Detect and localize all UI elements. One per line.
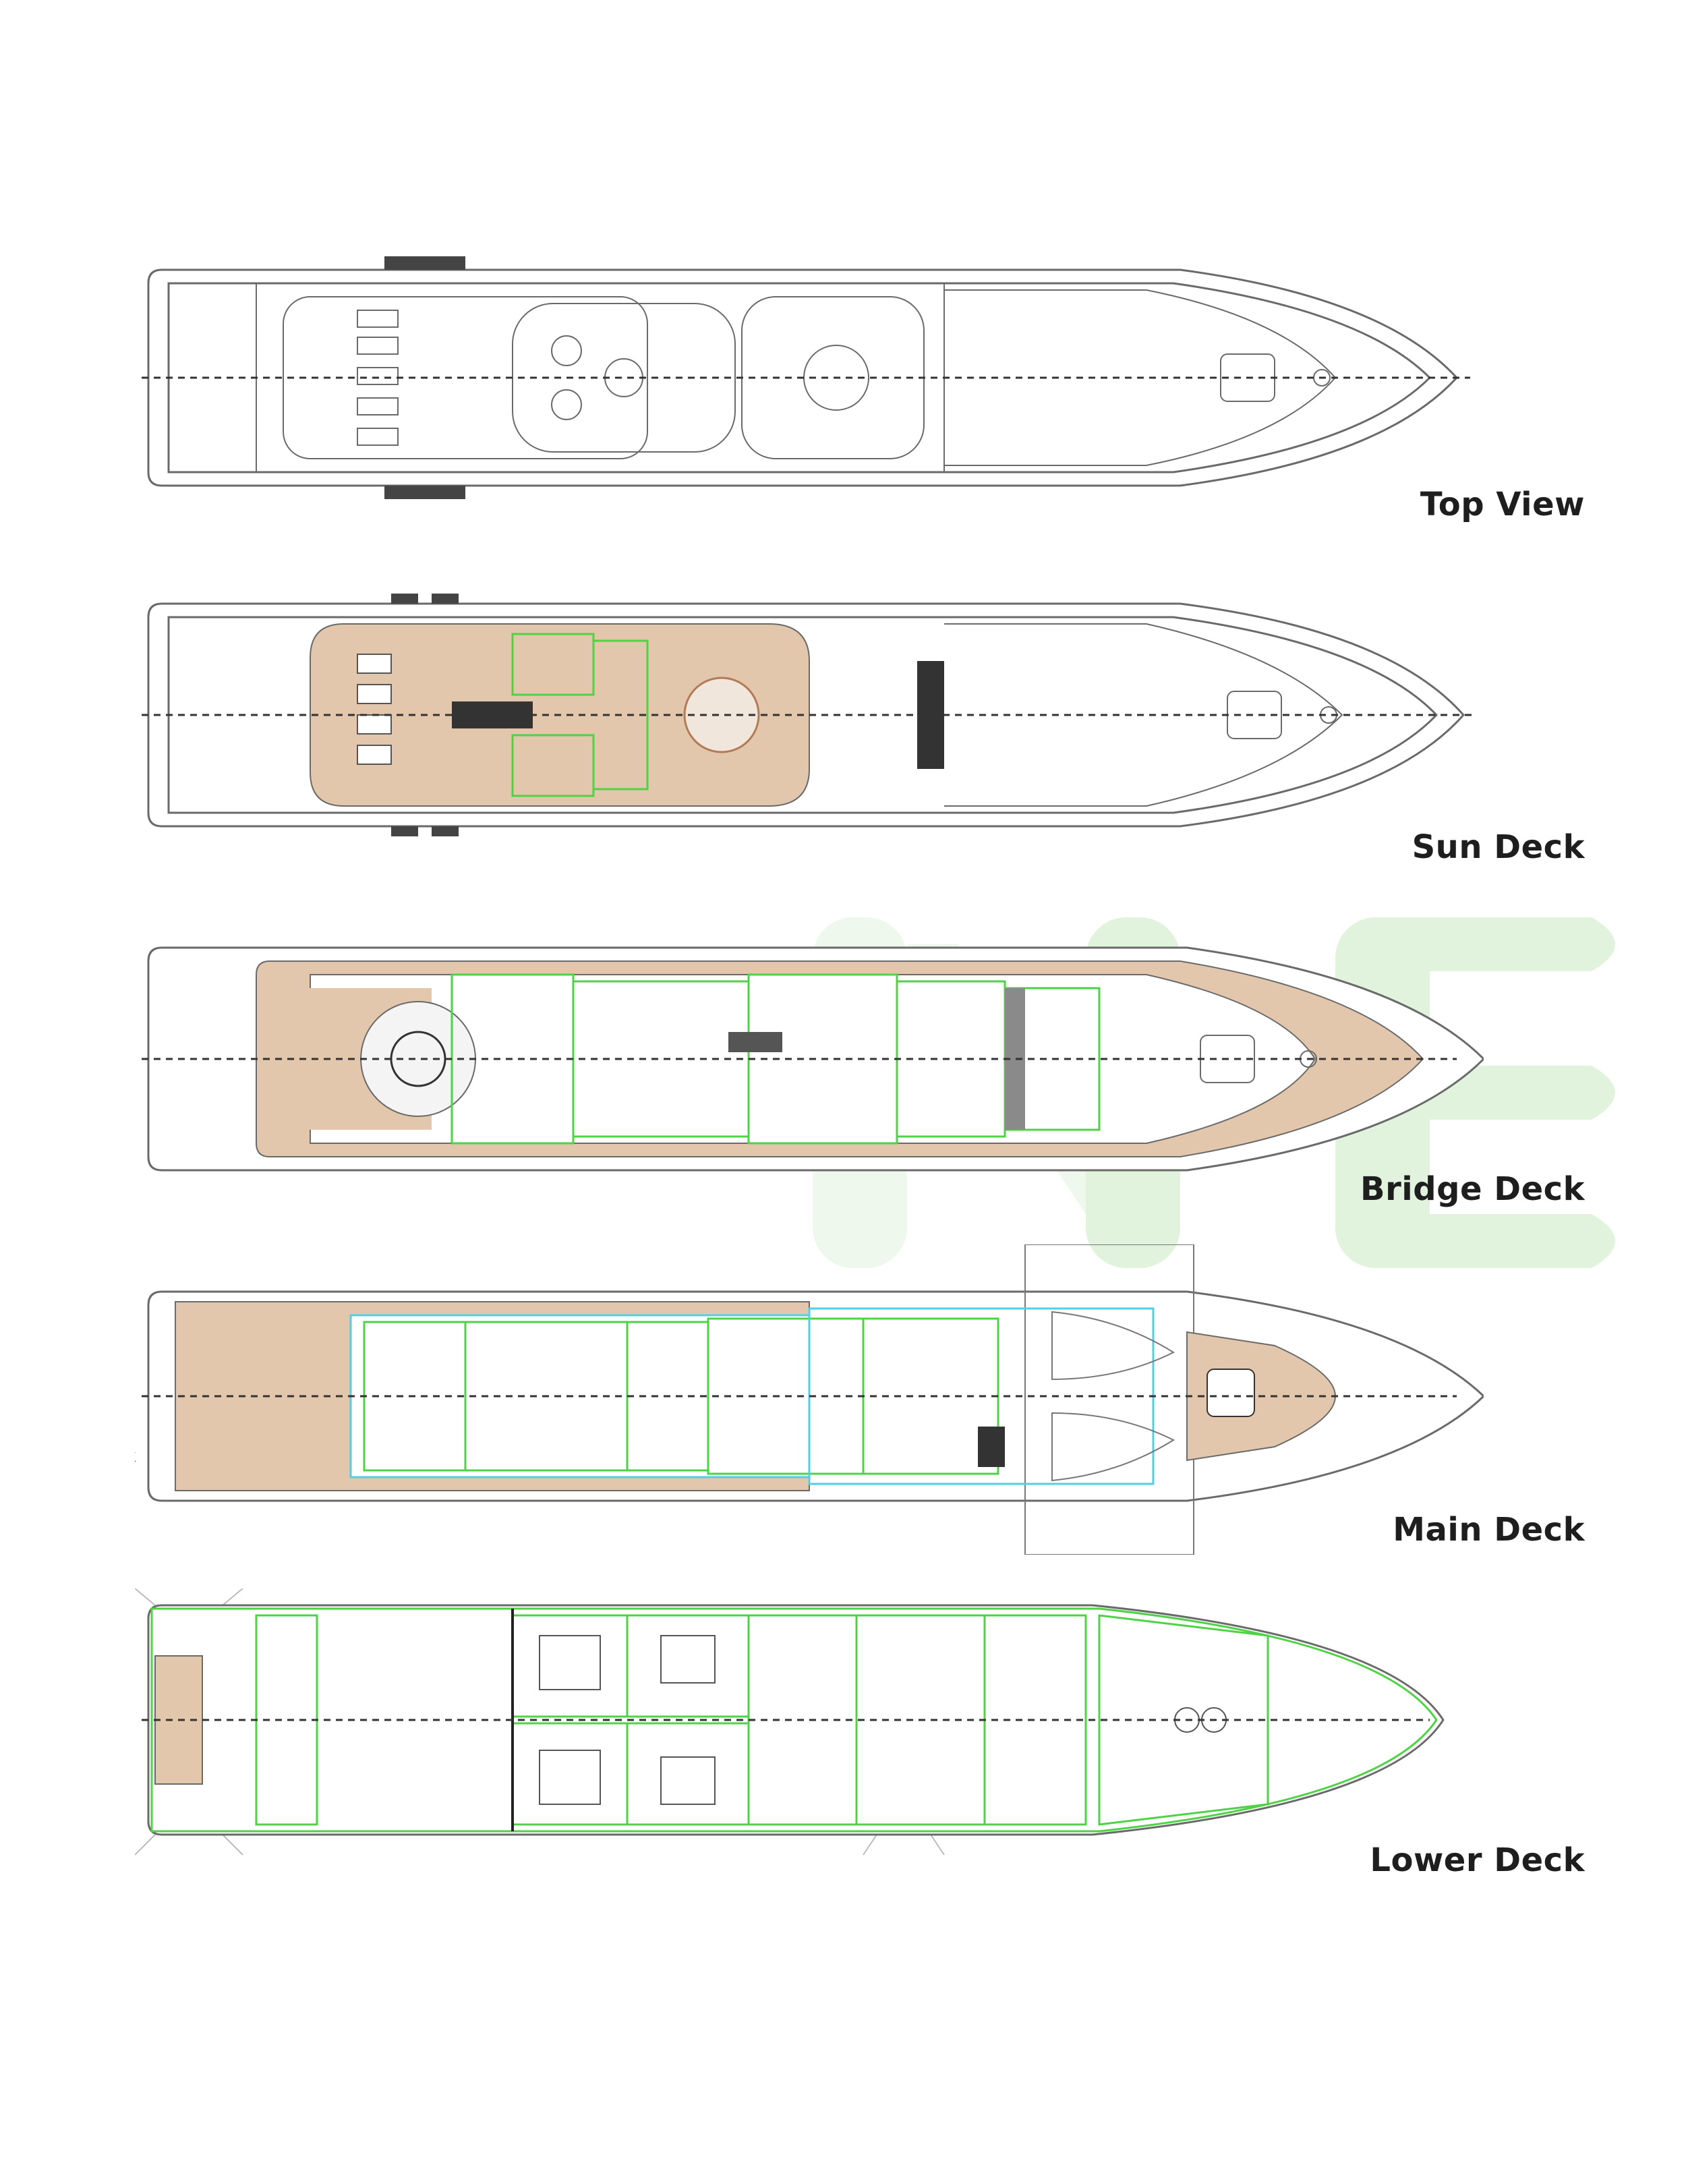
top-view-label: Top View xyxy=(1420,486,1585,523)
sun-deck-plan xyxy=(135,594,1484,836)
top-view-plan xyxy=(135,256,1484,513)
bridge-deck-plan xyxy=(135,941,1484,1177)
lower-deck-label: Lower Deck xyxy=(1370,1841,1585,1879)
main-deck-label: Main Deck xyxy=(1393,1511,1585,1549)
sun-deck-label: Sun Deck xyxy=(1412,828,1585,866)
lower-deck-plan xyxy=(135,1588,1484,1858)
main-deck-plan xyxy=(135,1244,1484,1555)
bridge-deck-label: Bridge Deck xyxy=(1360,1170,1585,1208)
